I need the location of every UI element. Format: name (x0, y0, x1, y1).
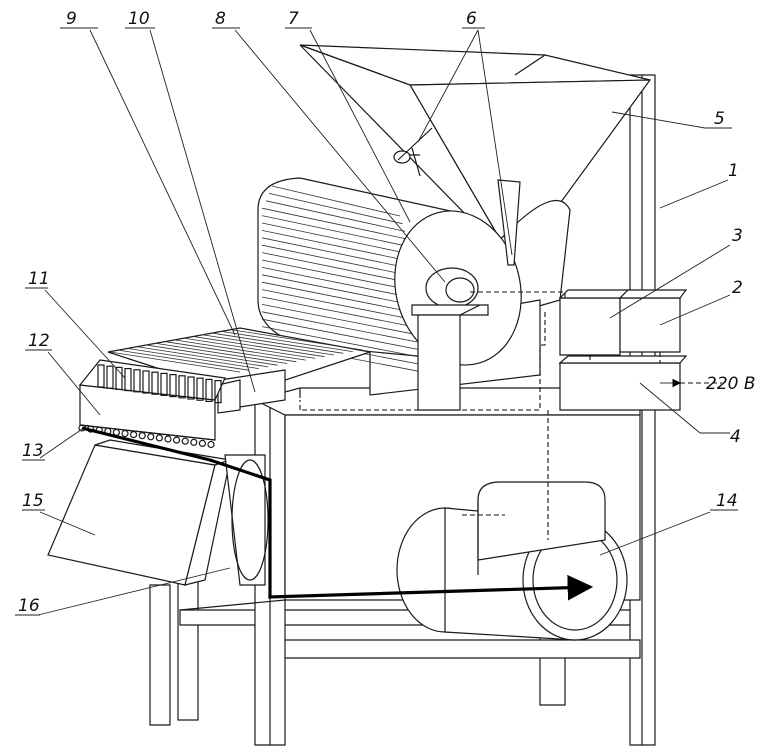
label-3: 3 (732, 226, 743, 246)
label-15: 15 (22, 491, 44, 511)
wiring (299, 291, 722, 540)
label-5: 5 (714, 109, 725, 129)
label-14: 14 (716, 491, 738, 511)
collectors (47, 439, 269, 586)
label-10: 10 (128, 9, 150, 29)
labels: 9 10 8 7 6 5 1 3 2 220 B 4 14 11 12 13 1… (18, 9, 756, 616)
label-12: 12 (28, 331, 50, 351)
label-6: 6 (466, 9, 477, 29)
control-boxes (558, 289, 688, 411)
leader-lines (15, 27, 738, 616)
air-duct-line (81, 426, 594, 601)
label-2: 2 (732, 278, 743, 298)
drum (257, 177, 522, 411)
label-power: 220 B (706, 374, 756, 394)
label-7: 7 (288, 9, 299, 29)
label-16: 16 (18, 596, 40, 616)
label-8: 8 (215, 9, 226, 29)
sensor-block (78, 359, 226, 449)
label-9: 9 (66, 9, 77, 29)
fan-motor (396, 481, 628, 641)
label-13: 13 (22, 441, 44, 461)
label-11: 11 (28, 269, 50, 289)
label-4: 4 (730, 427, 741, 447)
label-1: 1 (728, 161, 739, 181)
